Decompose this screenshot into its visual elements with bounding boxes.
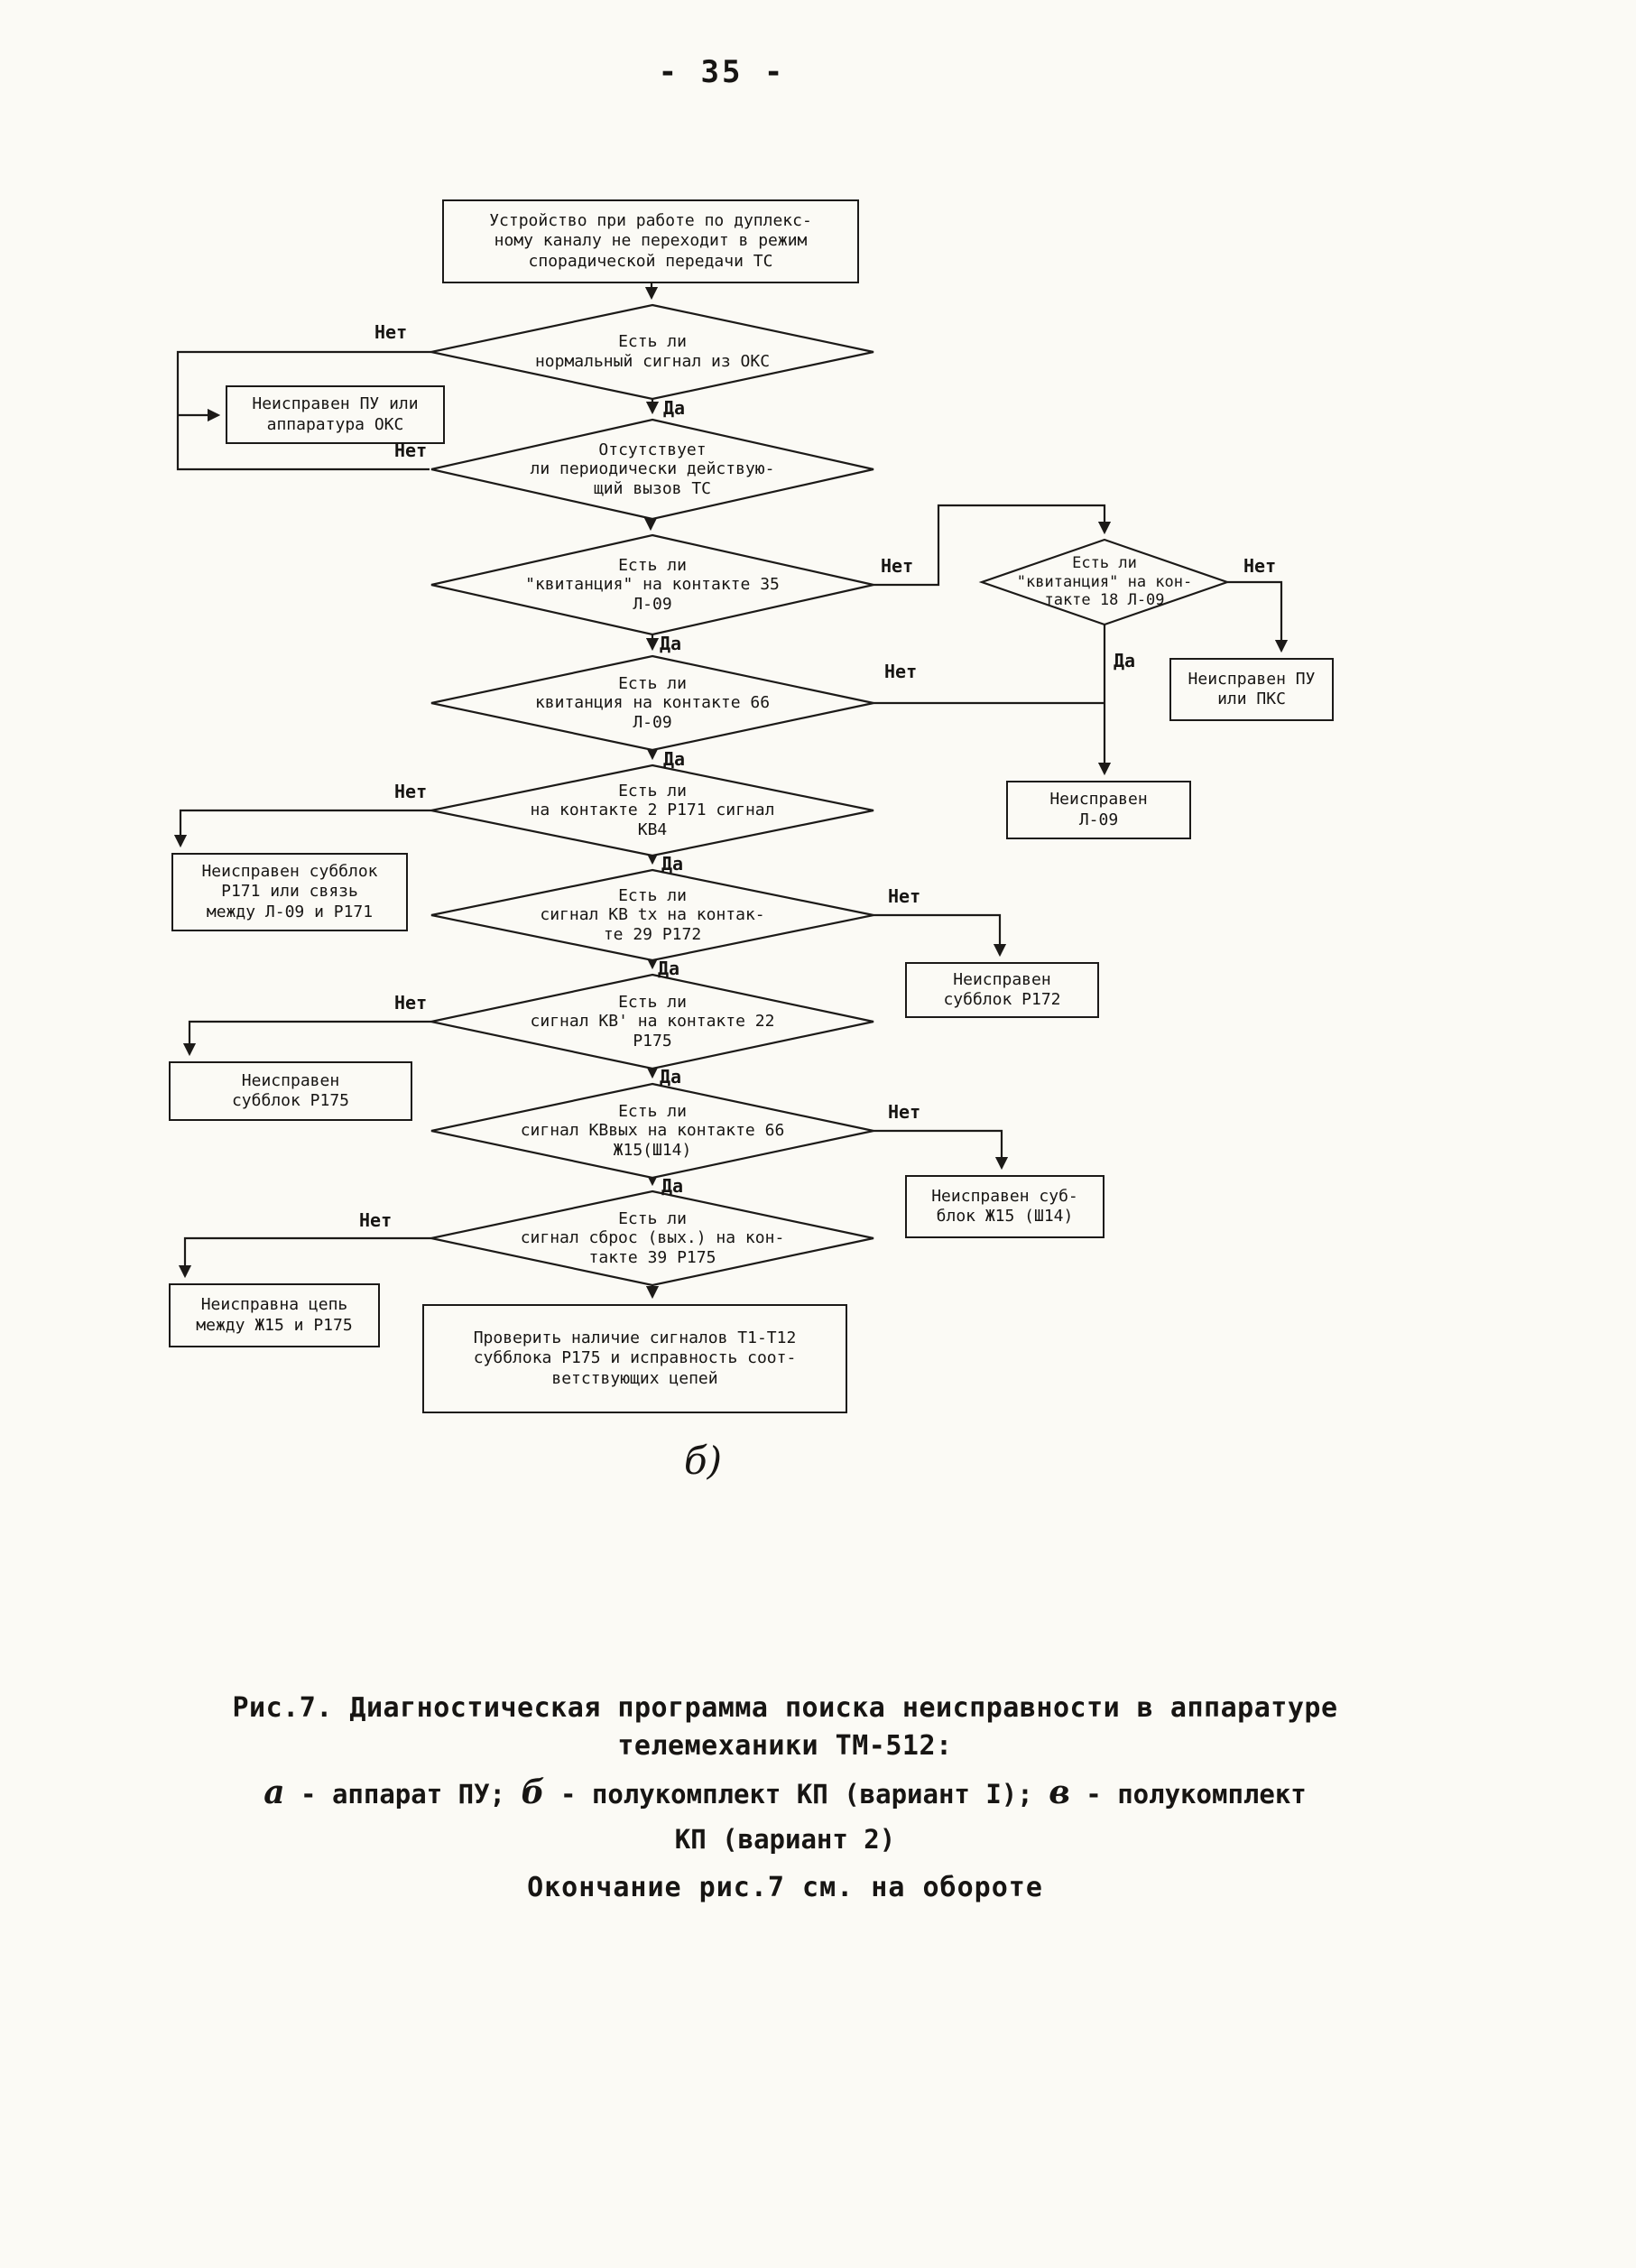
- decision-diamond: [430, 764, 874, 857]
- decision-diamond: [430, 868, 874, 962]
- result-node-circuit: Неисправна цепь между Ж15 и Р175: [169, 1283, 380, 1347]
- result-node-zh15: Неисправен суб- блок Ж15 (Ш14): [905, 1175, 1105, 1238]
- connector-line: [873, 504, 1112, 587]
- label-yes-d1: Да: [663, 397, 686, 419]
- decision-signal-kvvyh-contact-66: Есть ли сигнал КВвых на контакте 66 Ж15(…: [520, 1101, 785, 1160]
- start-node: Устройство при работе по дуплекс- ному к…: [442, 199, 859, 283]
- figure-caption: Рис.7. Диагностическая программа поиска …: [81, 1689, 1489, 1903]
- connector-line: [1227, 580, 1289, 653]
- caption-title-line2: телемеханики ТМ-512:: [617, 1730, 953, 1762]
- label-no-d5: Нет: [394, 781, 428, 802]
- label-no-d3b: Нет: [1243, 555, 1277, 577]
- figure-part-label: б): [684, 1439, 723, 1483]
- connector-line: [173, 809, 431, 848]
- caption-legend-line2: КП (вариант 2): [674, 1824, 896, 1855]
- legend-letter-a: а: [263, 1773, 285, 1811]
- label-yes-d5: Да: [661, 853, 684, 875]
- label-no-d8: Нет: [888, 1101, 921, 1123]
- decision-diamond: [978, 538, 1231, 626]
- legend-letter-v: в: [1049, 1773, 1070, 1811]
- decision-diamond: [430, 1082, 874, 1180]
- connector-line: [873, 913, 1007, 958]
- label-yes-d8: Да: [661, 1175, 684, 1197]
- decision-diamond: [430, 654, 874, 752]
- page-number: - 35 -: [658, 54, 786, 90]
- label-no-d2: Нет: [394, 440, 428, 461]
- result-node-r172: Неисправен субблок Р172: [905, 962, 1099, 1018]
- decision-signal-kvtx: Есть ли сигнал КВ tх на контак- те 29 Р1…: [540, 885, 765, 944]
- legend-letter-b: б: [521, 1773, 545, 1811]
- label-yes-d6: Да: [658, 958, 680, 979]
- result-node-r175: Неисправен субблок Р175: [169, 1061, 412, 1121]
- caption-footer: Окончание рис.7 см. на обороте: [527, 1872, 1043, 1903]
- decision-signal-kv-contact-22: Есть ли сигнал КВ' на контакте 22 Р175: [530, 992, 775, 1051]
- label-no-d1: Нет: [374, 321, 408, 343]
- decision-diamond: [430, 533, 874, 636]
- label-no-d3: Нет: [881, 555, 914, 577]
- label-no-d7: Нет: [394, 992, 428, 1014]
- decision-diamond: [430, 973, 874, 1070]
- legend-text-v: - полукомплект: [1069, 1779, 1307, 1810]
- legend-text-a: - аппарат ПУ;: [284, 1779, 522, 1810]
- connector-line: [873, 1129, 1009, 1171]
- decision-receipt-contact-18: Есть ли "квитанция" на кон- такте 18 Л-0…: [1016, 554, 1193, 610]
- decision-diamond: [430, 418, 874, 521]
- caption-legend-line1: а - аппарат ПУ; б - полукомплект КП (вар…: [81, 1774, 1489, 1812]
- decision-receipt-contact-66: Есть ли квитанция на контакте 66 Л-09: [534, 673, 771, 732]
- decision-receipt-contact-35: Есть ли "квитанция" на контакте 35 Л-09: [525, 555, 780, 614]
- connector-line: [176, 350, 431, 471]
- label-no-d4: Нет: [884, 661, 918, 682]
- decision-signal-sbros-contact-39: Есть ли сигнал сброс (вых.) на кон- такт…: [520, 1208, 785, 1267]
- label-yes-d7: Да: [660, 1066, 682, 1088]
- final-node: Проверить наличие сигналов Т1-Т12 суббло…: [422, 1304, 847, 1413]
- connector-line: [178, 1236, 431, 1279]
- result-node-r171: Неисправен субблок Р171 или связь между …: [171, 853, 408, 931]
- connector-line: [182, 1020, 431, 1057]
- label-yes-d4: Да: [663, 748, 686, 770]
- result-node-l09: Неисправен Л-09: [1006, 781, 1191, 839]
- decision-periodic-call-ts: Отсутствует ли периодически действую- щи…: [530, 440, 775, 498]
- result-node-pu-pks: Неисправен ПУ или ПКС: [1169, 658, 1334, 721]
- decision-diamond: [430, 303, 874, 401]
- decision-signal-kv4: Есть ли на контакте 2 Р171 сигнал КВ4: [530, 781, 775, 839]
- label-yes-d3b: Да: [1114, 650, 1136, 671]
- result-node-pu-oks: Неисправен ПУ или аппаратура ОКС: [226, 385, 445, 444]
- decision-diamond: [430, 1190, 874, 1287]
- caption-title-line1: Рис.7. Диагностическая программа поиска …: [232, 1692, 1338, 1724]
- label-yes-d3: Да: [660, 633, 682, 654]
- decision-normal-signal-oks: Есть ли нормальный сигнал из ОКС: [534, 332, 771, 371]
- legend-text-b: - полукомплект КП (вариант I);: [544, 1779, 1049, 1810]
- label-no-d9: Нет: [359, 1209, 393, 1231]
- label-no-d6: Нет: [888, 885, 921, 907]
